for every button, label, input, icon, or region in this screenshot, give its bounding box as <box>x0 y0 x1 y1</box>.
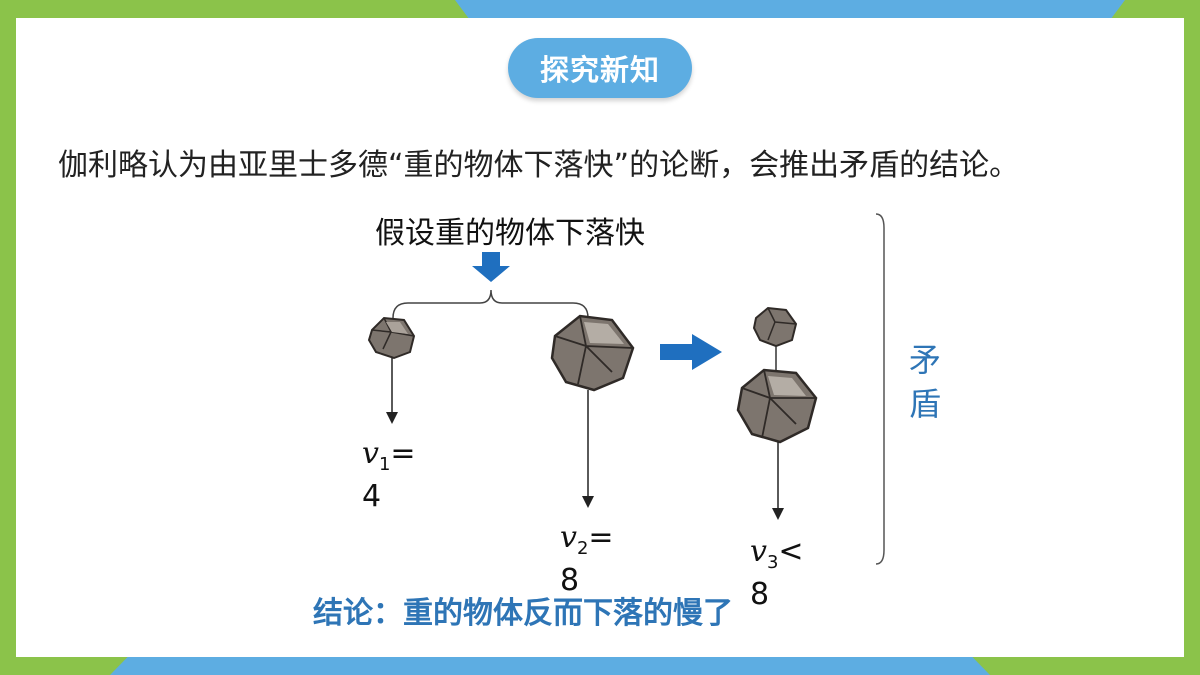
velocity-2-label: v2= 8 <box>560 520 614 598</box>
small-rock-top-icon <box>752 306 798 348</box>
top-accent-bar <box>455 0 1125 18</box>
small-rock-icon <box>367 316 416 360</box>
velocity-1-label: v1= 4 <box>362 436 416 514</box>
right-arrow-icon <box>660 334 722 370</box>
intro-text: 伽利略认为由亚里士多德“重的物体下落快”的论断，会推出矛盾的结论。 <box>58 148 1020 183</box>
section-title: 探究新知 <box>508 38 692 98</box>
conclusion-text: 结论：重的物体反而下落的慢了 <box>313 596 733 631</box>
contradiction-label: 矛盾 <box>908 341 941 423</box>
large-rock-icon <box>550 314 635 392</box>
velocity-3-label: v3< 8 <box>750 534 804 612</box>
premise-label: 假设重的物体下落快 <box>375 216 645 251</box>
bottom-accent-bar <box>110 657 990 675</box>
down-arrow-icon <box>472 252 510 282</box>
large-rock-bottom-icon <box>736 368 818 444</box>
right-bracket-icon <box>875 213 885 565</box>
brace-icon <box>392 289 589 319</box>
